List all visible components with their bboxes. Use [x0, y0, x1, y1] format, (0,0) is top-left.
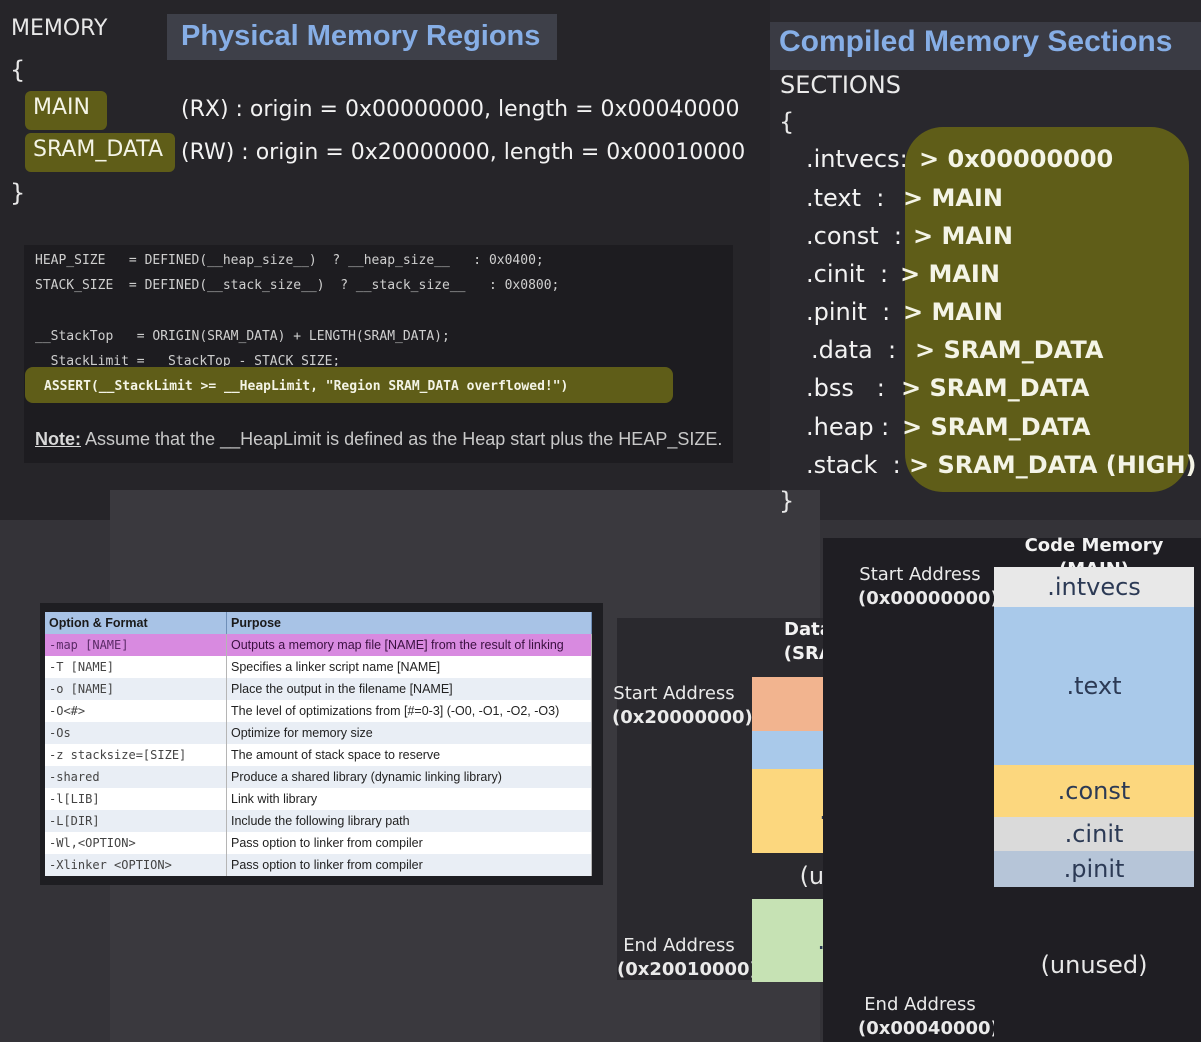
note-text: Note: Assume that the __HeapLimit is def…	[35, 429, 722, 450]
code-memory-segment-unused: (unused)	[994, 887, 1194, 1042]
code-end-value: (0x00040000)	[858, 1018, 999, 1039]
region-name-sram-data: SRAM_DATA	[25, 133, 175, 172]
table-cell-option: -O<#>	[45, 700, 227, 722]
section-name-intvecs: .intvecs:	[806, 145, 908, 173]
section-name-stack: .stack :	[806, 451, 901, 479]
table-cell-option: -map [NAME]	[45, 634, 227, 656]
section-target-stack: > SRAM_DATA (HIGH)	[909, 451, 1197, 479]
section-target-bss: > SRAM_DATA	[901, 374, 1090, 402]
code-line-stack-top: __StackTop = ORIGIN(SRAM_DATA) + LENGTH(…	[35, 329, 450, 344]
table-cell-option: -Xlinker <OPTION>	[45, 854, 227, 876]
section-name-const: .const :	[806, 222, 902, 250]
table-row: -L[DIR]Include the following library pat…	[45, 810, 592, 832]
section-name-pinit: .pinit :	[806, 298, 891, 326]
assert-line: ASSERT(__StackLimit >= __HeapLimit, "Reg…	[44, 379, 569, 394]
table-cell-option: -Wl,<OPTION>	[45, 832, 227, 854]
table-cell-option: -shared	[45, 766, 227, 788]
memory-close-brace: }	[10, 179, 26, 207]
table-cell-option: -o [NAME]	[45, 678, 227, 700]
table-cell-purpose: The amount of stack space to reserve	[226, 744, 592, 766]
table-cell-purpose: Include the following library path	[226, 810, 592, 832]
code-start-value: (0x00000000)	[858, 588, 999, 609]
physical-memory-title: Physical Memory Regions	[181, 20, 541, 52]
note-body: Assume that the __HeapLimit is defined a…	[81, 429, 723, 449]
section-target-pinit: > MAIN	[903, 298, 1003, 326]
data-start-value: (0x20000000)	[612, 707, 753, 728]
sections-keyword: SECTIONS	[780, 71, 901, 99]
table-cell-option: -L[DIR]	[45, 810, 227, 832]
table-cell-purpose: Place the output in the filename [NAME]	[226, 678, 592, 700]
assert-highlight	[25, 367, 673, 403]
table-cell-purpose: Optimize for memory size	[226, 722, 592, 744]
table-row: -T [NAME]Specifies a linker script name …	[45, 656, 592, 678]
data-start-address: Start Address (0x20000000)	[612, 682, 753, 730]
table-cell-purpose: Outputs a memory map file [NAME] from th…	[226, 634, 592, 656]
linker-options-table: Option & Format Purpose -map [NAME]Outpu…	[45, 612, 592, 876]
region-desc-main: (RX) : origin = 0x00000000, length = 0x0…	[181, 97, 740, 122]
table-cell-purpose: Pass option to linker from compiler	[226, 854, 592, 876]
section-target-cinit: > MAIN	[900, 260, 1000, 288]
table-cell-option: -z stacksize=[SIZE]	[45, 744, 227, 766]
table-header-option: Option & Format	[45, 612, 227, 634]
code-line-stack-limit: __StackLimit = __StackTop - STACK_SIZE;	[35, 354, 341, 366]
section-name-heap: .heap :	[806, 413, 890, 441]
section-target-data: > SRAM_DATA	[915, 336, 1104, 364]
sections-open-brace: {	[779, 108, 795, 136]
code-start-address: Start Address (0x00000000)	[858, 563, 999, 611]
code-line-stack-size: STACK_SIZE = DEFINED(__stack_size__) ? _…	[35, 278, 560, 293]
memory-keyword: MEMORY	[11, 16, 108, 41]
table-row: -z stacksize=[SIZE]The amount of stack s…	[45, 744, 592, 766]
code-end-address: End Address (0x00040000)	[858, 993, 999, 1041]
table-cell-option: -T [NAME]	[45, 656, 227, 678]
compiled-sections-title: Compiled Memory Sections	[779, 25, 1173, 58]
section-target-text: > MAIN	[903, 184, 1003, 212]
table-row: -map [NAME]Outputs a memory map file [NA…	[45, 634, 592, 656]
note-label: Note:	[35, 429, 81, 449]
section-target-heap: > SRAM_DATA	[902, 413, 1091, 441]
table-cell-purpose: Specifies a linker script name [NAME]	[226, 656, 592, 678]
sections-close-brace: }	[779, 487, 795, 515]
table-row: -O<#>The level of optimizations from [#=…	[45, 700, 592, 722]
table-cell-option: -Os	[45, 722, 227, 744]
linker-code-panel	[24, 245, 733, 463]
table-cell-purpose: Link with library	[226, 788, 592, 810]
data-end-address: End Address (0x20010000)	[617, 934, 758, 982]
section-target-intvecs: > 0x00000000	[919, 145, 1114, 173]
memory-open-brace: {	[10, 56, 26, 84]
section-name-cinit: .cinit :	[806, 260, 889, 288]
code-memory-segment-const: .const	[994, 765, 1194, 817]
data-end-label: End Address	[623, 935, 735, 956]
table-cell-purpose: Pass option to linker from compiler	[226, 832, 592, 854]
data-end-value: (0x20010000)	[617, 959, 758, 980]
section-target-const: > MAIN	[913, 222, 1013, 250]
code-memory-segment-pinit: .pinit	[994, 851, 1194, 887]
data-start-label: Start Address	[613, 683, 735, 704]
code-memory-segment-text: .text	[994, 607, 1194, 765]
region-desc-sram-data: (RW) : origin = 0x20000000, length = 0x0…	[181, 140, 746, 165]
sections-target-highlight	[905, 127, 1189, 492]
code-memory-segment-cinit: .cinit	[994, 817, 1194, 851]
physical-title-background	[167, 14, 557, 60]
region-name-main: MAIN	[25, 91, 107, 130]
table-cell-purpose: Produce a shared library (dynamic linkin…	[226, 766, 592, 788]
table-header-purpose: Purpose	[226, 612, 592, 634]
table-row: -l[LIB]Link with library	[45, 788, 592, 810]
code-memory-map: .intvecs.text.const.cinit.pinit(unused)	[994, 567, 1194, 1042]
code-start-label: Start Address	[859, 564, 981, 585]
table-cell-purpose: The level of optimizations from [#=0-3] …	[226, 700, 592, 722]
table-cell-option: -l[LIB]	[45, 788, 227, 810]
section-name-bss: .bss :	[806, 374, 885, 402]
section-name-data: .data :	[811, 336, 897, 364]
table-row: -Wl,<OPTION>Pass option to linker from c…	[45, 832, 592, 854]
section-name-text: .text :	[806, 184, 885, 212]
table-body: -map [NAME]Outputs a memory map file [NA…	[45, 634, 592, 876]
code-line-heap-size: HEAP_SIZE = DEFINED(__heap_size__) ? __h…	[35, 253, 544, 268]
code-memory-segment-intvecs: .intvecs	[994, 567, 1194, 607]
table-row: -Xlinker <OPTION>Pass option to linker f…	[45, 854, 592, 876]
table-row: -o [NAME]Place the output in the filenam…	[45, 678, 592, 700]
compiled-title-background	[770, 22, 1201, 70]
code-end-label: End Address	[864, 994, 976, 1015]
